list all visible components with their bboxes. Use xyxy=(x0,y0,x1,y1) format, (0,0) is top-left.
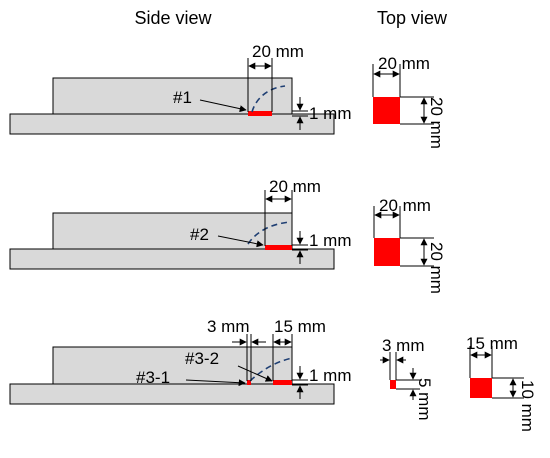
thickness-label: 1 mm xyxy=(309,366,352,385)
dashed-curve xyxy=(251,85,286,113)
large-width-label: 15 mm xyxy=(274,317,326,336)
row-2-top-view: 20 mm 20 mm xyxy=(373,196,446,294)
weld-zone-large xyxy=(273,380,292,385)
pointer-arrow xyxy=(199,99,247,113)
specimen-id-label-b: #3-2 xyxy=(185,349,219,368)
thickness-label: 1 mm xyxy=(309,104,352,123)
row-1-top-view: 20 mm 20 mm xyxy=(372,54,446,149)
top-height-label: 20 mm xyxy=(427,242,446,294)
width-label: 20 mm xyxy=(252,42,304,61)
row-3-top-view-small: 3 mm 5 mm xyxy=(380,336,434,421)
specimen-id-label: #1 xyxy=(173,88,192,107)
pointer-arrow xyxy=(185,379,246,387)
bottom-plate xyxy=(9,113,335,135)
weld-top-square xyxy=(373,97,400,124)
specimen-id-label: #2 xyxy=(190,225,209,244)
large-top-height-label: 10 mm xyxy=(518,380,537,432)
specimen-id-label-a: #3-1 xyxy=(136,368,170,387)
weld-top-small-rect xyxy=(390,380,396,389)
top-plate xyxy=(52,77,293,115)
weld-zone xyxy=(265,245,292,250)
large-top-width-label: 15 mm xyxy=(466,334,518,353)
small-top-height-label: 5 mm xyxy=(415,378,434,421)
weld-zone xyxy=(248,111,272,116)
bottom-plate xyxy=(9,248,335,270)
weld-top-square xyxy=(374,238,400,266)
top-height-label: 20 mm xyxy=(427,97,446,149)
row-3-top-view-large: 15 mm 10 mm xyxy=(466,334,537,432)
small-top-width-label: 3 mm xyxy=(382,336,425,355)
pointer-arrow xyxy=(237,365,273,382)
side-view-header: Side view xyxy=(134,8,212,28)
bottom-plate xyxy=(9,383,335,405)
small-width-label: 3 mm xyxy=(207,317,250,336)
weld-zone-small xyxy=(247,380,251,385)
dashed-curve xyxy=(249,357,293,382)
row-1-side-view: 20 mm 1 mm #1 xyxy=(9,42,352,135)
thickness-label: 1 mm xyxy=(309,231,352,250)
weld-top-large-rect xyxy=(470,378,492,398)
top-width-label: 20 mm xyxy=(379,196,431,215)
row-2-side-view: 20 mm 1 mm #2 xyxy=(9,177,352,270)
row-3-side-view: 3 mm 15 mm 1 mm #3-2 #3-1 xyxy=(9,317,352,405)
width-label: 20 mm xyxy=(269,177,321,196)
top-plate xyxy=(52,346,293,385)
top-view-header: Top view xyxy=(377,8,448,28)
pointer-arrow xyxy=(217,235,264,248)
top-width-label: 20 mm xyxy=(378,54,430,73)
